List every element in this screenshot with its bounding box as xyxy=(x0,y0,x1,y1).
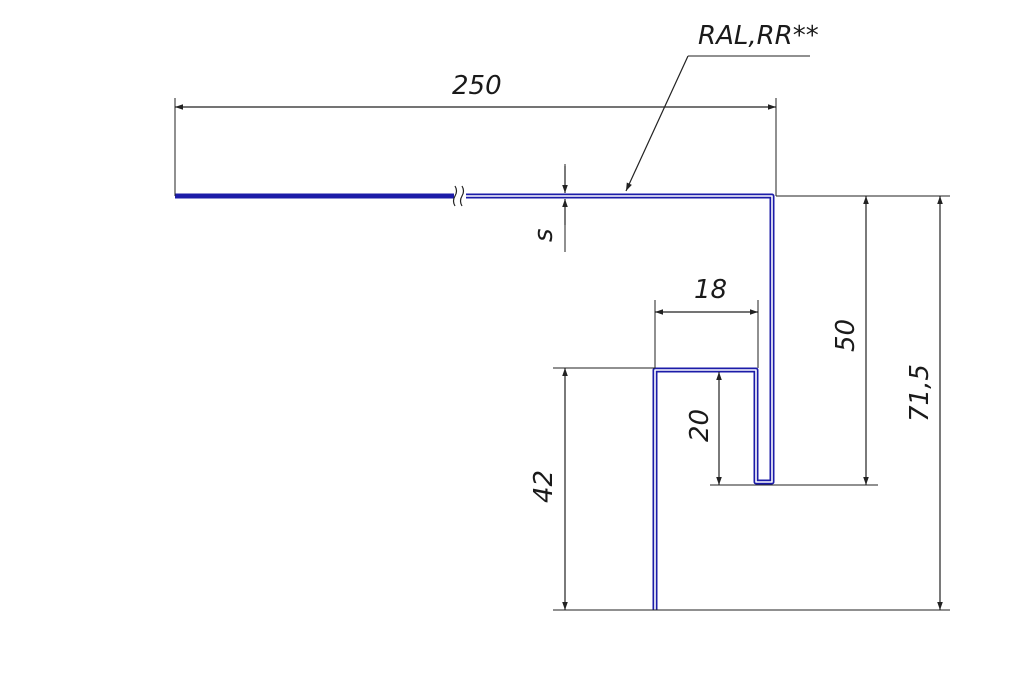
finish-label: RAL,RR** xyxy=(698,21,819,51)
return-leg-label: 42 xyxy=(529,470,559,503)
break-mark xyxy=(452,185,466,207)
width-label: 250 xyxy=(452,71,502,101)
profile-outline xyxy=(175,193,775,610)
extension-lines xyxy=(174,98,950,611)
total-height-label: 71,5 xyxy=(905,364,935,422)
finish-leader xyxy=(625,55,810,192)
hem-label: 20 xyxy=(685,409,715,442)
dimension-labels: RAL,RR** 250 18 s 50 71,5 20 42 xyxy=(452,21,935,503)
profile-core xyxy=(459,195,773,610)
lip-label: 18 xyxy=(694,275,727,305)
sheet-profile xyxy=(175,185,775,610)
thickness-label: s xyxy=(529,228,559,242)
drop-label: 50 xyxy=(831,319,861,352)
dimension-lines xyxy=(175,104,943,610)
